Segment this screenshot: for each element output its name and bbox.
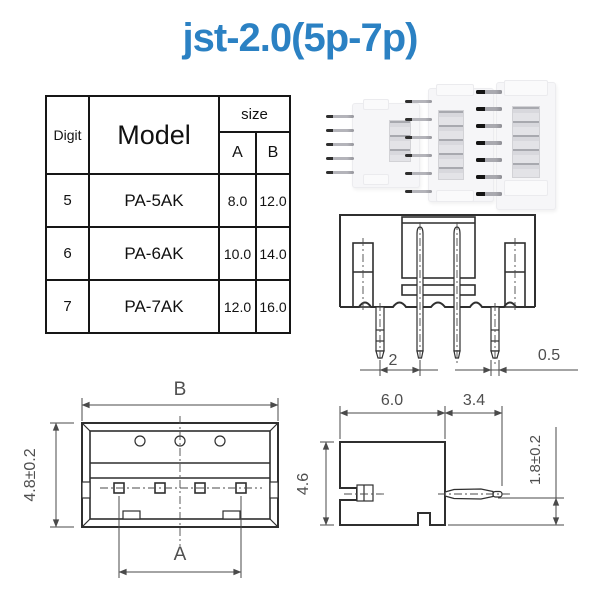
dim-label-body-height: 4.6 [295, 473, 312, 495]
cell-digit: 7 [45, 279, 90, 334]
cell-model: PA-5AK [88, 173, 220, 228]
connector-photo-6pin [402, 84, 498, 206]
table-header-model: Model [88, 95, 220, 175]
connector-pin [476, 175, 502, 179]
dim-label-body-depth: 6.0 [381, 392, 403, 409]
table-header-a: A [218, 131, 257, 175]
drawing-front-view: B 4.8±0.2 A [22, 379, 279, 578]
table-header-size: size [218, 95, 291, 133]
table-header-b: B [255, 131, 291, 175]
connector-tab [363, 174, 389, 185]
table-header-digit: Digit [45, 95, 90, 175]
connector-tab [436, 190, 474, 202]
connector-pin [405, 118, 432, 121]
connector-contacts [512, 106, 540, 178]
drawing-side-view: 6.0 3.4 4.6 1.8±0.2 [295, 392, 564, 526]
dim-label-pin-length: 3.4 [463, 392, 485, 409]
cell-size-a: 12.0 [218, 279, 257, 334]
connector-tab [363, 99, 389, 110]
table-row: 5 PA-5AK 8.0 12.0 [45, 173, 291, 228]
connector-pin [476, 107, 502, 111]
table-row: 6 PA-6AK 10.0 14.0 [45, 226, 291, 281]
cell-model: PA-6AK [88, 226, 220, 281]
dim-label-pin-span: A [174, 544, 187, 565]
cell-size-b: 14.0 [255, 226, 291, 281]
connector-pin [405, 154, 432, 157]
connector-pin [476, 192, 502, 196]
cell-digit: 5 [45, 173, 90, 228]
connector-pin [326, 171, 354, 174]
connector-tab [436, 84, 474, 96]
connector-pin [405, 172, 432, 175]
dim-label-pin-pitch: 2 [389, 352, 398, 369]
cell-size-a: 8.0 [218, 173, 257, 228]
connector-contacts [389, 120, 411, 162]
connector-pin [476, 124, 502, 128]
cell-size-a: 10.0 [218, 226, 257, 281]
page-title: jst-2.0(5p-7p) [182, 16, 419, 60]
connector-pin [326, 115, 354, 118]
connector-pin [326, 157, 354, 160]
dim-label-pin-width: 0.5 [538, 347, 560, 364]
connector-photo-7pin [476, 78, 562, 212]
connector-pin [476, 158, 502, 162]
dim-label-pin-offset: 1.8±0.2 [527, 435, 544, 485]
connector-photo-5pin [326, 95, 422, 195]
spec-table: Digit Model size A B 5 PA-5AK 8.0 12.0 6… [45, 95, 291, 334]
connector-pin [405, 100, 432, 103]
dim-label-overall-height: 4.8±0.2 [22, 448, 39, 501]
connector-pin [405, 190, 432, 193]
connector-tab [504, 180, 548, 196]
cell-digit: 6 [45, 226, 90, 281]
connector-pin [476, 141, 502, 145]
cell-size-b: 16.0 [255, 279, 291, 334]
connector-pin [405, 136, 432, 139]
connector-pin [476, 90, 502, 94]
drawing-top-view: 2 0.5 [339, 214, 578, 376]
connector-pin [326, 129, 354, 132]
connector-tab [504, 80, 548, 96]
table-row: 7 PA-7AK 12.0 16.0 [45, 279, 291, 334]
connector-pin [326, 143, 354, 146]
cell-model: PA-7AK [88, 279, 220, 334]
cell-size-b: 12.0 [255, 173, 291, 228]
dim-label-overall-width: B [174, 379, 187, 400]
connector-contacts [438, 110, 464, 180]
